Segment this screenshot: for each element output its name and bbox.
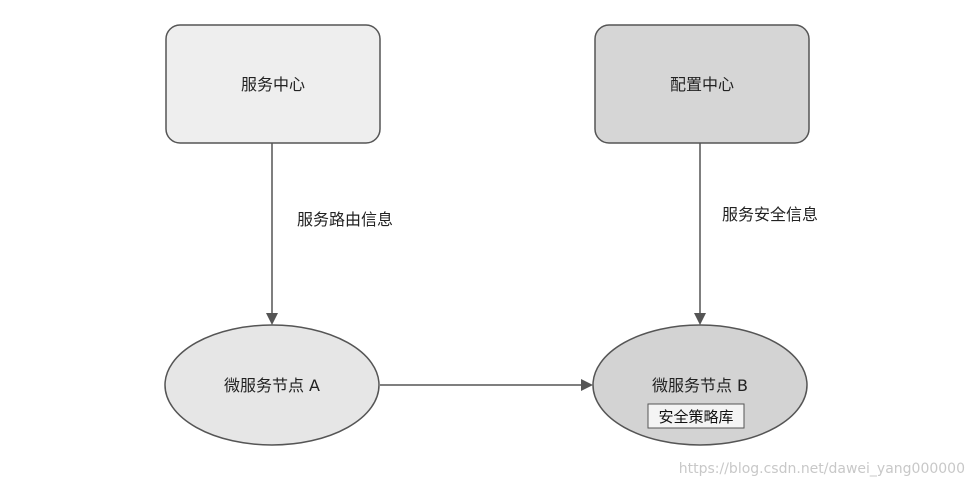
config-center-box: [594, 24, 810, 144]
security-info-edge: 服务安全信息: [694, 143, 818, 325]
routing-info-label: 服务路由信息: [297, 210, 393, 229]
config-center-node: 配置中心: [594, 24, 810, 144]
node-a-label: 微服务节点 A: [224, 376, 320, 395]
config-center-label: 配置中心: [670, 75, 734, 94]
service-center-node: 服务中心: [165, 24, 381, 144]
microservice-node-b: 微服务节点 B 安全策略库: [592, 324, 808, 446]
security-info-label: 服务安全信息: [722, 205, 818, 224]
node-a-ellipse: [164, 324, 380, 446]
security-policy-tag-box: [647, 403, 745, 429]
node-b-label: 微服务节点 B: [652, 376, 748, 395]
service-center-box: [165, 24, 381, 144]
routing-info-edge: 服务路由信息: [266, 143, 393, 325]
watermark-text: https://blog.csdn.net/dawei_yang000000: [679, 461, 965, 477]
node-b-ellipse: [592, 324, 808, 446]
service-center-label: 服务中心: [241, 75, 305, 94]
microservice-node-a: 微服务节点 A: [164, 324, 380, 446]
security-policy-tag-label: 安全策略库: [658, 408, 733, 426]
